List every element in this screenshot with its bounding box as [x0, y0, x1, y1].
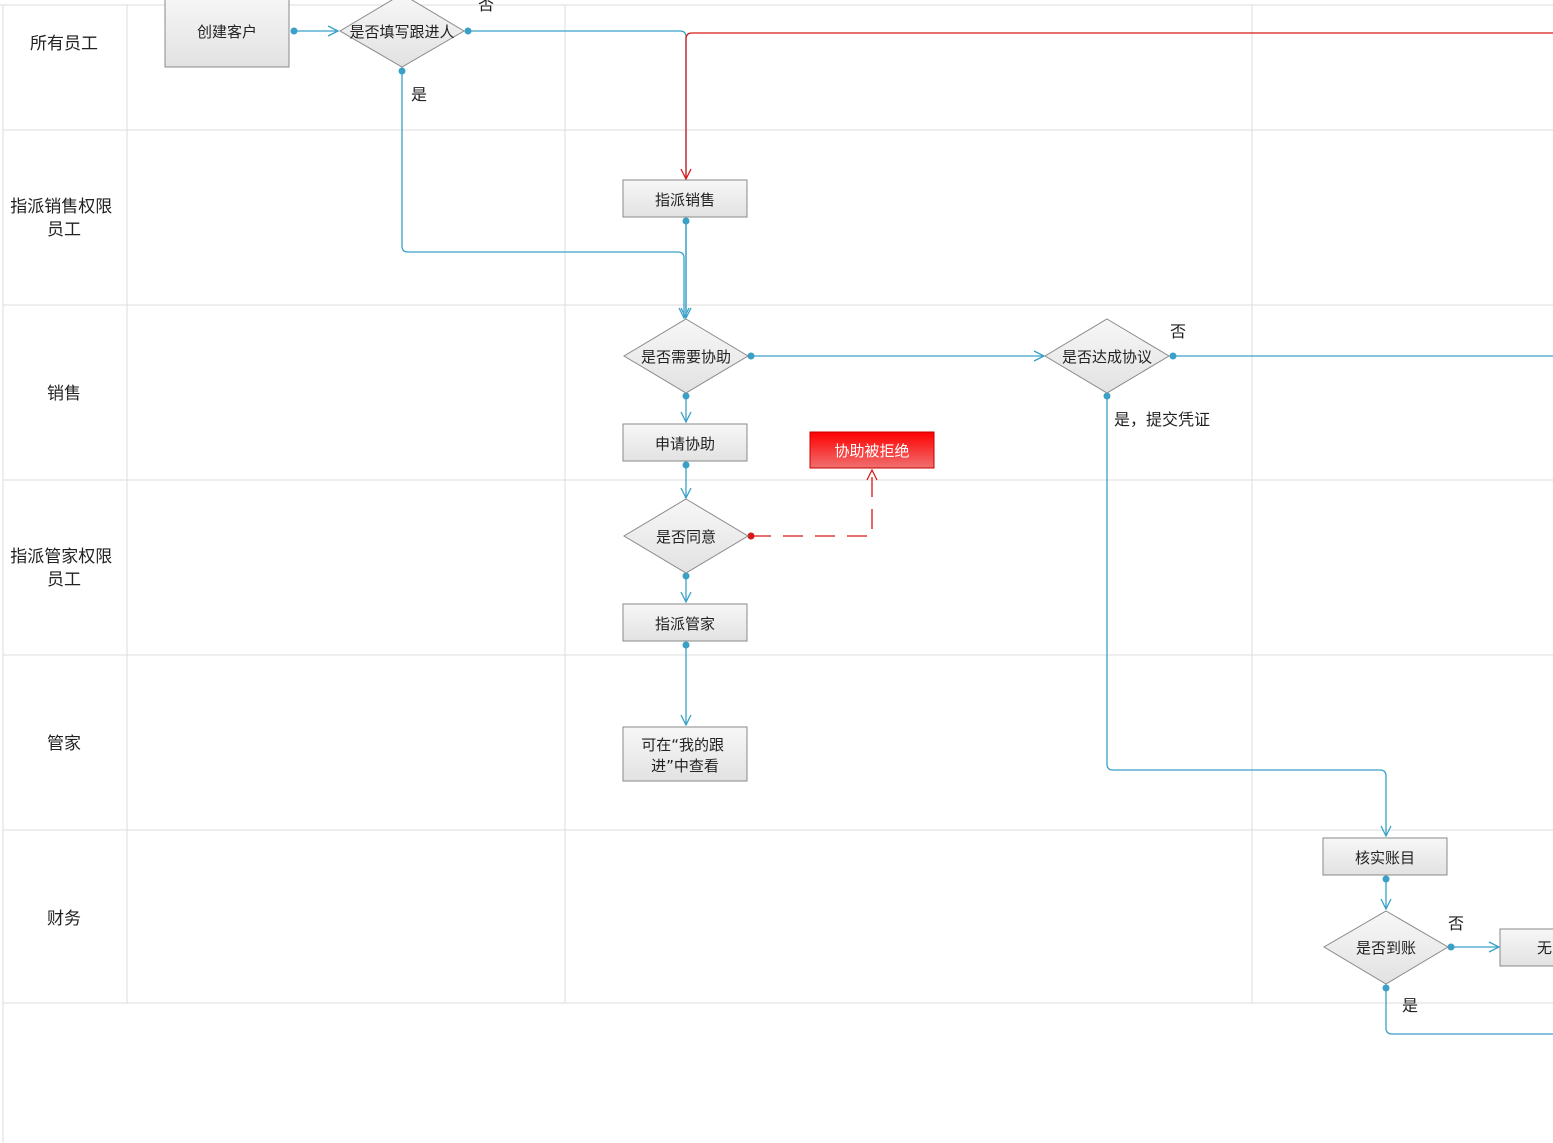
- node-label: 是否同意: [656, 528, 716, 546]
- node-view-follow[interactable]: 可在“我的跟 进”中查看: [622, 726, 748, 782]
- edge-arrived-yes: [1385, 988, 1553, 1035]
- edge-start-dot: [682, 572, 690, 580]
- lane-label-assign-steward-staff: 指派管家权限 员工: [10, 547, 117, 590]
- node-assign-sales[interactable]: 指派销售: [622, 179, 748, 218]
- node-label: 协助被拒绝: [834, 442, 909, 460]
- edge-return-red: [686, 32, 1553, 179]
- lane-label-steward: 管家: [47, 734, 81, 754]
- edge-agree-no-rejected: [751, 470, 872, 537]
- node-label: 可在“我的跟 进”中查看: [641, 736, 729, 775]
- node-need-help-decision[interactable]: 是否需要协助: [623, 318, 749, 394]
- node-fill-follower-decision[interactable]: 是否填写跟进人: [339, 0, 465, 68]
- edge-start-dot: [682, 641, 690, 649]
- edge-labels: 否 是 否 是，提交凭证 否 是: [411, 0, 1464, 1015]
- edge-fill-follower-yes: [401, 71, 684, 318]
- edge-label-fill-follower-no: 否: [478, 0, 494, 14]
- lane-label-sales: 销售: [47, 384, 81, 404]
- nodes: 创建客户 是否填写跟进人 指派销售 是否需要协助: [164, 0, 1553, 985]
- node-label: 申请协助: [655, 435, 715, 453]
- edge-start-dot: [1169, 352, 1177, 360]
- edge-label-arrived-yes: 是: [1402, 996, 1418, 1015]
- node-assign-steward[interactable]: 指派管家: [622, 603, 748, 642]
- node-label: 是否达成协议: [1062, 348, 1152, 366]
- lane-grid: [0, 4, 1553, 1143]
- node-partial-box[interactable]: 无: [1499, 928, 1553, 967]
- connectors: [290, 27, 1553, 1035]
- edge-start-dot: [464, 27, 472, 35]
- edge-label-agreement-no: 否: [1170, 322, 1186, 341]
- node-label: 指派管家: [655, 615, 715, 633]
- lane-label-assign-sales-staff: 指派销售权限 员工: [10, 197, 117, 240]
- node-help-rejected[interactable]: 协助被拒绝: [809, 431, 935, 469]
- node-label: 指派销售: [655, 191, 715, 209]
- lane-label-all-staff: 所有员工: [30, 34, 98, 54]
- edge-start-dot: [747, 352, 755, 360]
- edge-label-agreement-yes: 是，提交凭证: [1114, 410, 1210, 429]
- node-label: 是否需要协助: [641, 348, 731, 366]
- edge-fill-follower-no: [468, 30, 686, 318]
- node-label: 无: [1537, 939, 1552, 957]
- edge-start-dot: [1447, 943, 1455, 951]
- edge-start-dot: [682, 461, 690, 469]
- node-verify-account[interactable]: 核实账目: [1322, 837, 1448, 876]
- edge-start-dot: [290, 27, 298, 35]
- node-agree-decision[interactable]: 是否同意: [623, 498, 749, 574]
- node-label: 创建客户: [197, 23, 257, 41]
- edge-agreement-yes: [1106, 396, 1386, 836]
- edge-start-dot: [682, 217, 690, 225]
- edge-start-dot: [1382, 984, 1390, 992]
- edge-label-arrived-no: 否: [1448, 914, 1464, 933]
- edge-start-dot: [1382, 875, 1390, 883]
- node-apply-help[interactable]: 申请协助: [622, 423, 748, 462]
- node-create-customer[interactable]: 创建客户: [164, 0, 290, 68]
- lane-label-finance: 财务: [47, 909, 81, 929]
- edge-start-dot: [682, 392, 690, 400]
- node-agreement-decision[interactable]: 是否达成协议: [1044, 318, 1170, 394]
- edge-label-fill-follower-yes: 是: [411, 85, 427, 104]
- node-arrived-decision[interactable]: 是否到账: [1323, 910, 1449, 985]
- lane-labels: 所有员工 指派销售权限 员工 销售 指派管家权限 员工 管家 财务: [10, 34, 117, 929]
- edge-start-dot: [747, 532, 755, 540]
- edge-start-dot: [398, 67, 406, 75]
- node-label: 是否填写跟进人: [349, 23, 454, 41]
- node-label: 核实账目: [1355, 849, 1415, 867]
- node-label: 是否到账: [1356, 939, 1416, 957]
- edge-start-dot: [1103, 392, 1111, 400]
